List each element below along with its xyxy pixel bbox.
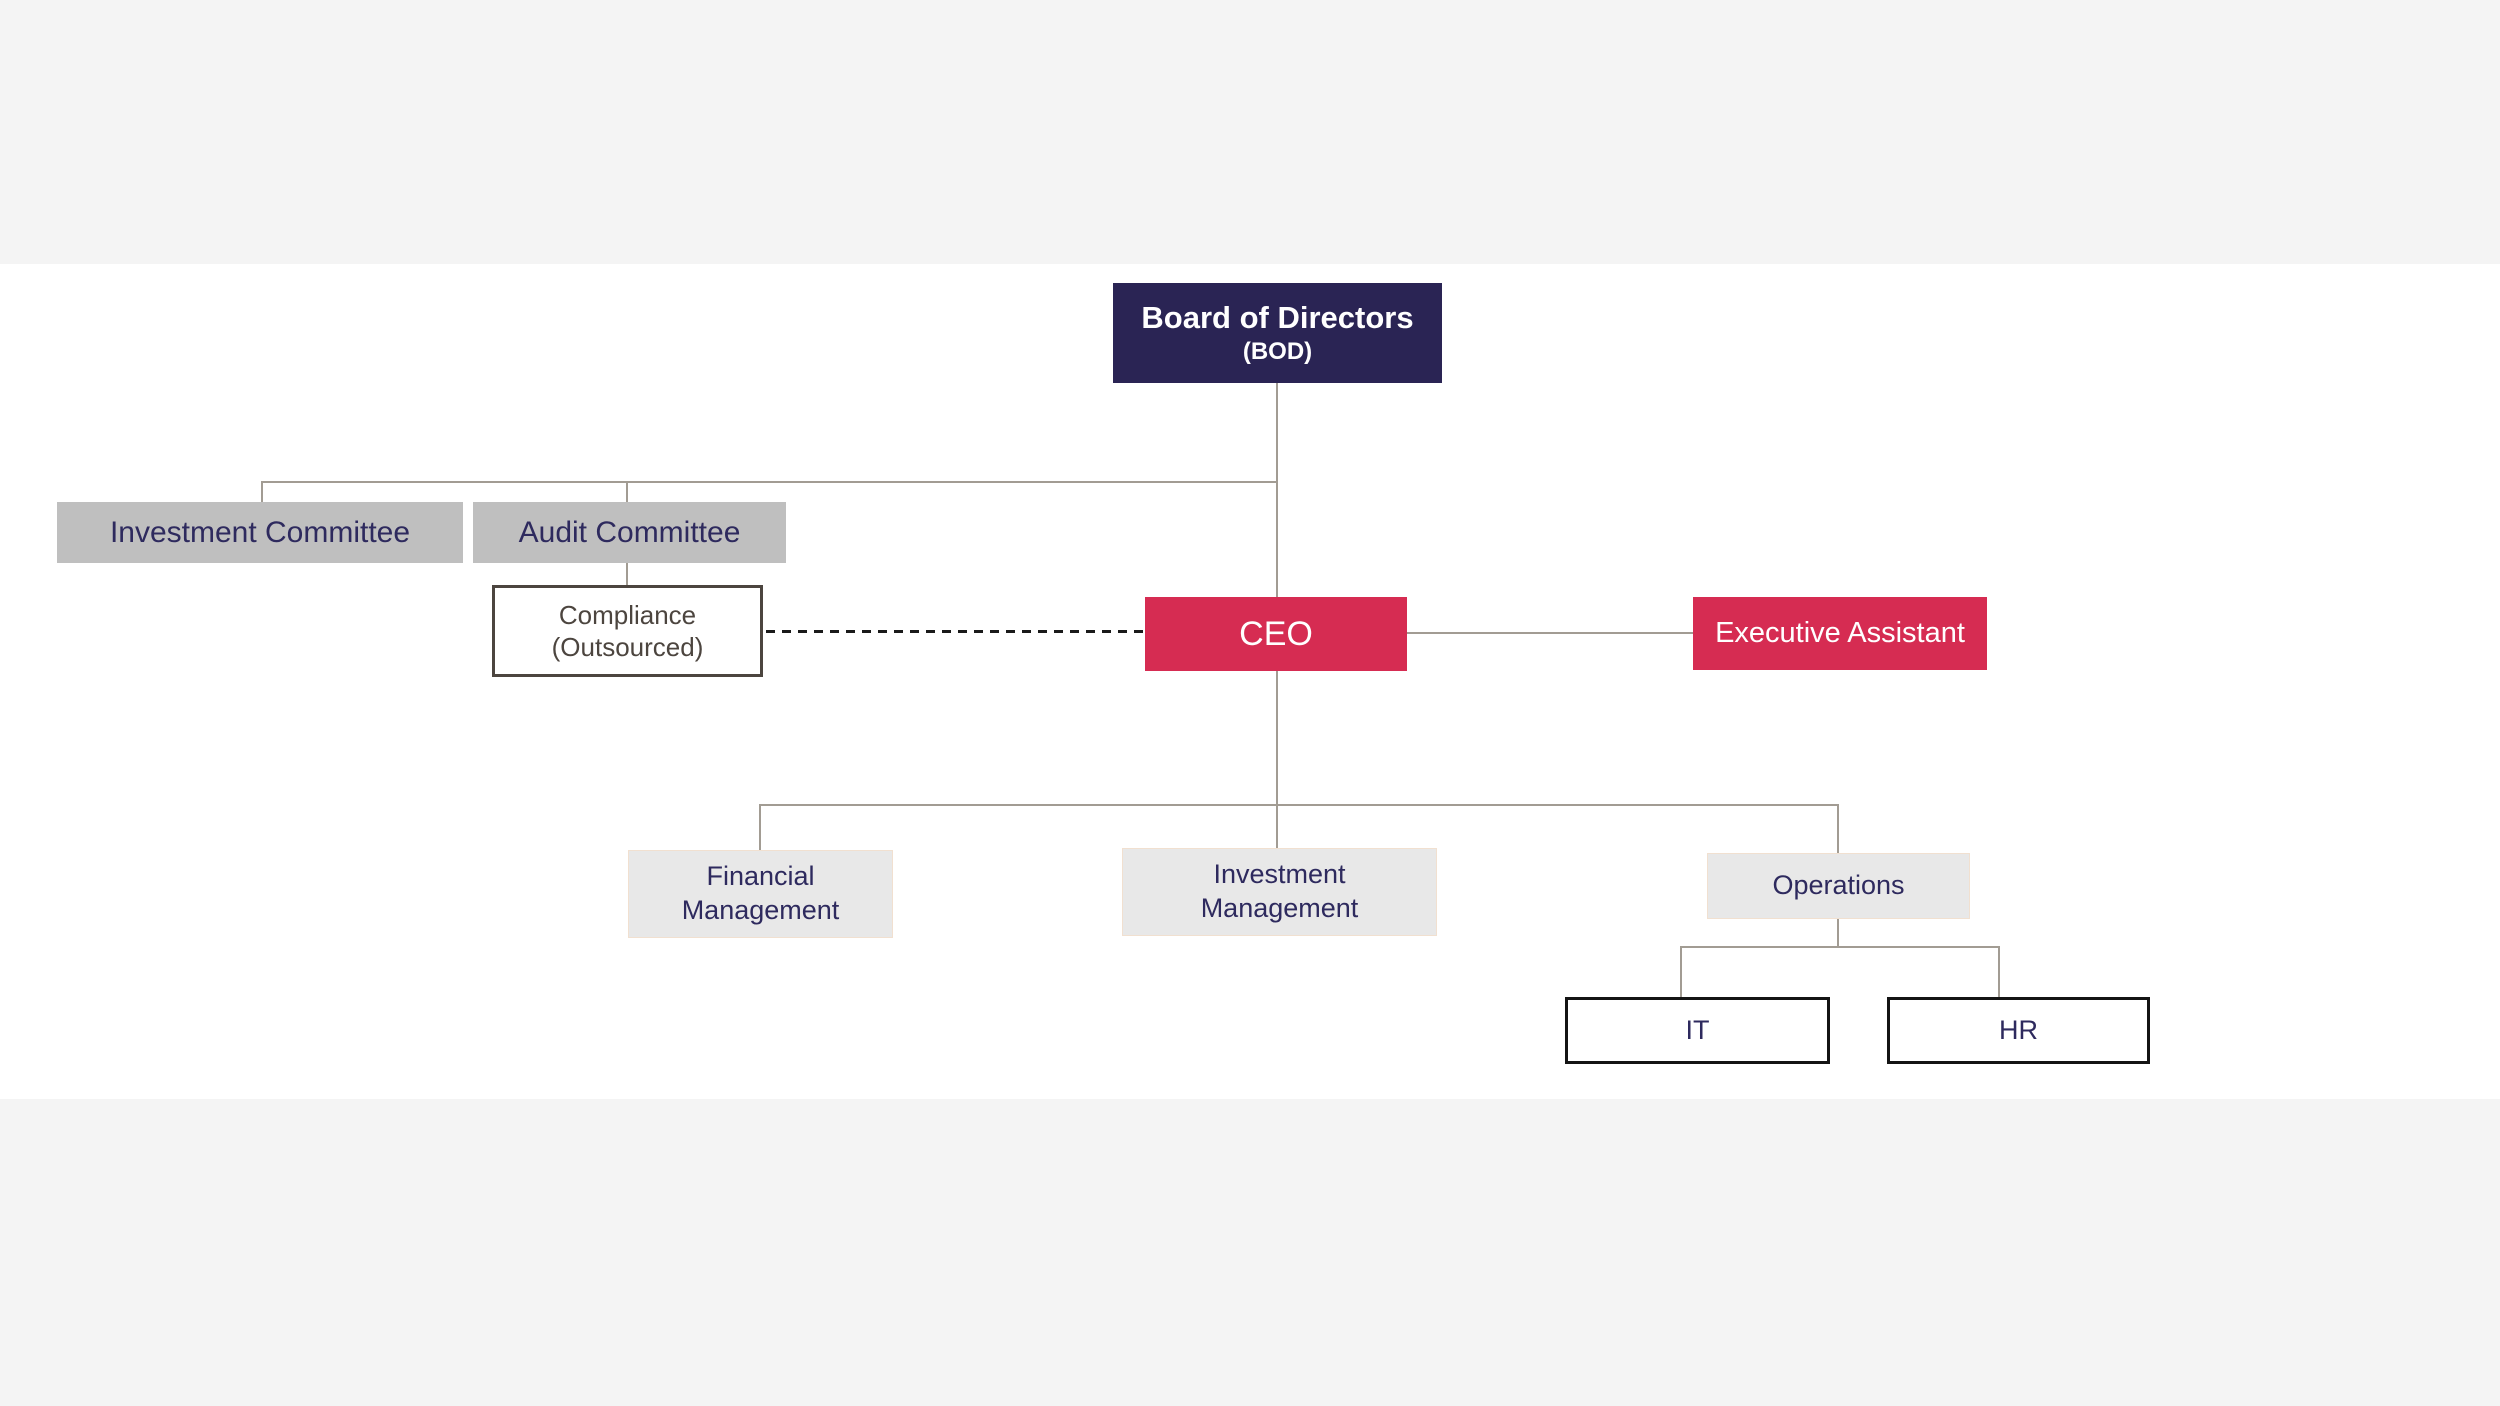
compliance-outsourced-label: (Outsourced) (551, 632, 704, 662)
connector-compliance-to-ceo-dashed (766, 630, 1145, 633)
connector-ceo-to-executive-assistant (1407, 632, 1693, 634)
audit-committee-label: Audit Committee (518, 515, 741, 549)
financial-management-line2: Management (681, 895, 840, 925)
board-of-directors-label: Board of Directors (1141, 299, 1414, 335)
connector-drop-it (1680, 946, 1682, 997)
node-board-of-directors[interactable]: Board of Directors (BOD) (1113, 283, 1442, 383)
connector-drop-hr (1998, 946, 2000, 997)
connector-drop-investment-management (1276, 804, 1278, 850)
connector-departments-branch (759, 804, 1839, 806)
connector-audit-to-compliance (626, 563, 628, 585)
node-ceo[interactable]: CEO (1145, 597, 1407, 671)
connector-drop-operations (1837, 804, 1839, 853)
bottom-margin-band (0, 1099, 2500, 1406)
financial-management-line1: Financial (706, 861, 815, 892)
it-label: IT (1685, 1014, 1710, 1045)
connector-committees-branch (261, 481, 1278, 483)
node-hr[interactable]: HR (1887, 997, 2150, 1064)
compliance-label: Compliance (558, 599, 697, 630)
connector-drop-investment-committee (261, 481, 263, 502)
investment-management-line1: Investment (1213, 859, 1346, 890)
connector-drop-financial-management (759, 804, 761, 853)
executive-assistant-label: Executive Assistant (1715, 617, 1965, 650)
investment-committee-label: Investment Committee (109, 515, 411, 549)
node-compliance[interactable]: Compliance (Outsourced) (492, 585, 763, 677)
connector-operations-down (1837, 919, 1839, 947)
node-audit-committee[interactable]: Audit Committee (473, 502, 786, 563)
connector-it-hr-branch (1680, 946, 2000, 948)
connector-drop-audit-committee (626, 481, 628, 502)
node-investment-management[interactable]: Investment Management (1122, 848, 1437, 936)
node-executive-assistant[interactable]: Executive Assistant (1693, 597, 1987, 670)
node-it[interactable]: IT (1565, 997, 1830, 1064)
hr-label: HR (1999, 1014, 2038, 1045)
ceo-label: CEO (1239, 614, 1313, 653)
operations-label: Operations (1772, 870, 1905, 901)
connector-board-to-ceo (1276, 383, 1278, 597)
connector-ceo-down (1276, 671, 1278, 805)
board-of-directors-abbrev: (BOD) (1242, 338, 1313, 366)
node-investment-committee[interactable]: Investment Committee (57, 502, 463, 563)
node-operations[interactable]: Operations (1707, 853, 1970, 919)
investment-management-line2: Management (1200, 893, 1359, 923)
node-financial-management[interactable]: Financial Management (628, 850, 893, 938)
top-margin-band (0, 0, 2500, 264)
